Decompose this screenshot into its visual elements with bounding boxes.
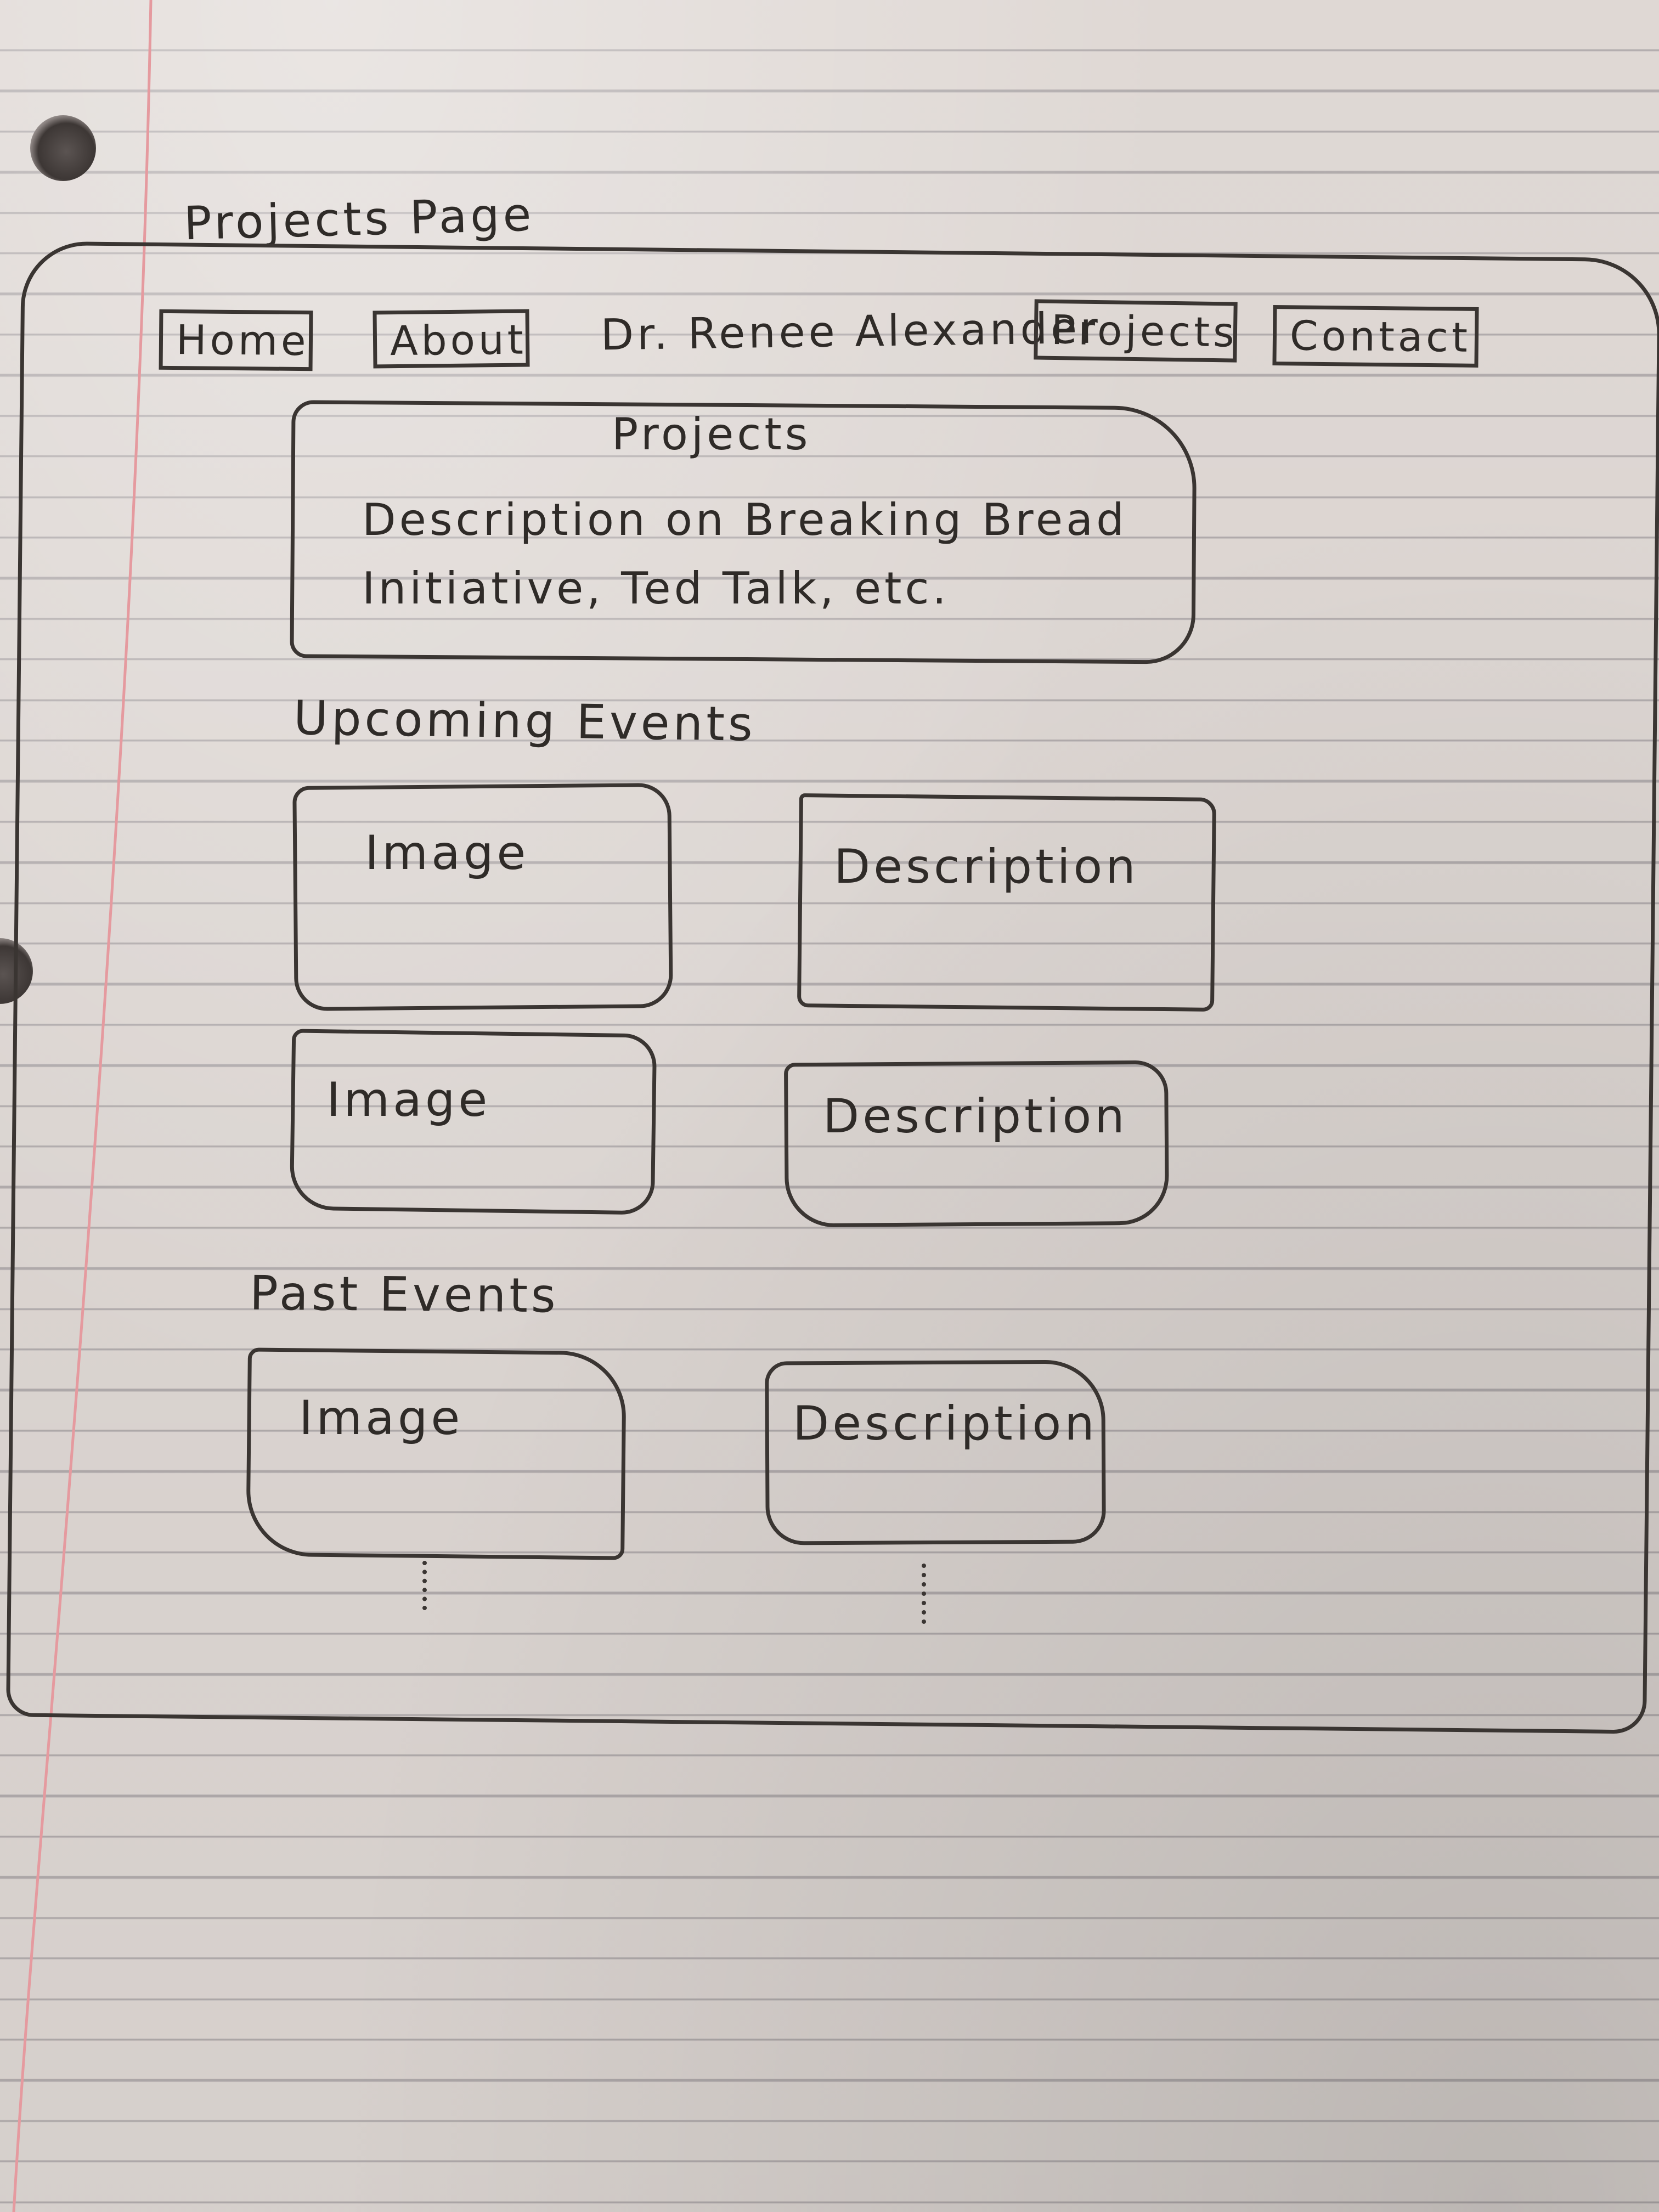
nav-contact-label: Contact [1289, 312, 1471, 362]
nav-projects-button[interactable]: Projects [1034, 299, 1238, 363]
nav-home-button[interactable]: Home [159, 309, 313, 371]
projects-intro-title: Projects [612, 409, 811, 460]
past-event-image[interactable] [246, 1347, 627, 1560]
nav-projects-label: Projects [1051, 306, 1238, 357]
nav-home-label: Home [176, 317, 309, 365]
past-event-description-label: Description [793, 1396, 1098, 1451]
past-events-heading: Past Events [249, 1266, 560, 1324]
more-items-indicator [922, 1564, 932, 1624]
upcoming-event-image-label: Image [365, 826, 529, 881]
more-items-indicator [422, 1561, 432, 1610]
upcoming-event-description [783, 1060, 1170, 1228]
past-event-description [765, 1359, 1106, 1545]
upcoming-event-description [797, 793, 1217, 1012]
nav-about-label: About [390, 316, 527, 365]
past-event-image-label: Image [299, 1391, 464, 1446]
nav-about-button[interactable]: About [373, 309, 530, 369]
nav-contact-button[interactable]: Contact [1272, 305, 1479, 368]
projects-intro-description: Description on Breaking Bread Initiative… [362, 494, 1127, 614]
upcoming-event-image[interactable] [292, 782, 673, 1012]
upcoming-event-image-label: Image [326, 1073, 491, 1127]
page-title: Projects Page [183, 187, 535, 251]
upcoming-event-description-label: Description [823, 1089, 1128, 1144]
upcoming-event-description-label: Description [834, 839, 1139, 894]
site-brand[interactable]: Dr. Renee Alexander [600, 303, 1102, 360]
upcoming-events-heading: Upcoming Events [293, 691, 757, 752]
binder-hole [30, 115, 96, 181]
